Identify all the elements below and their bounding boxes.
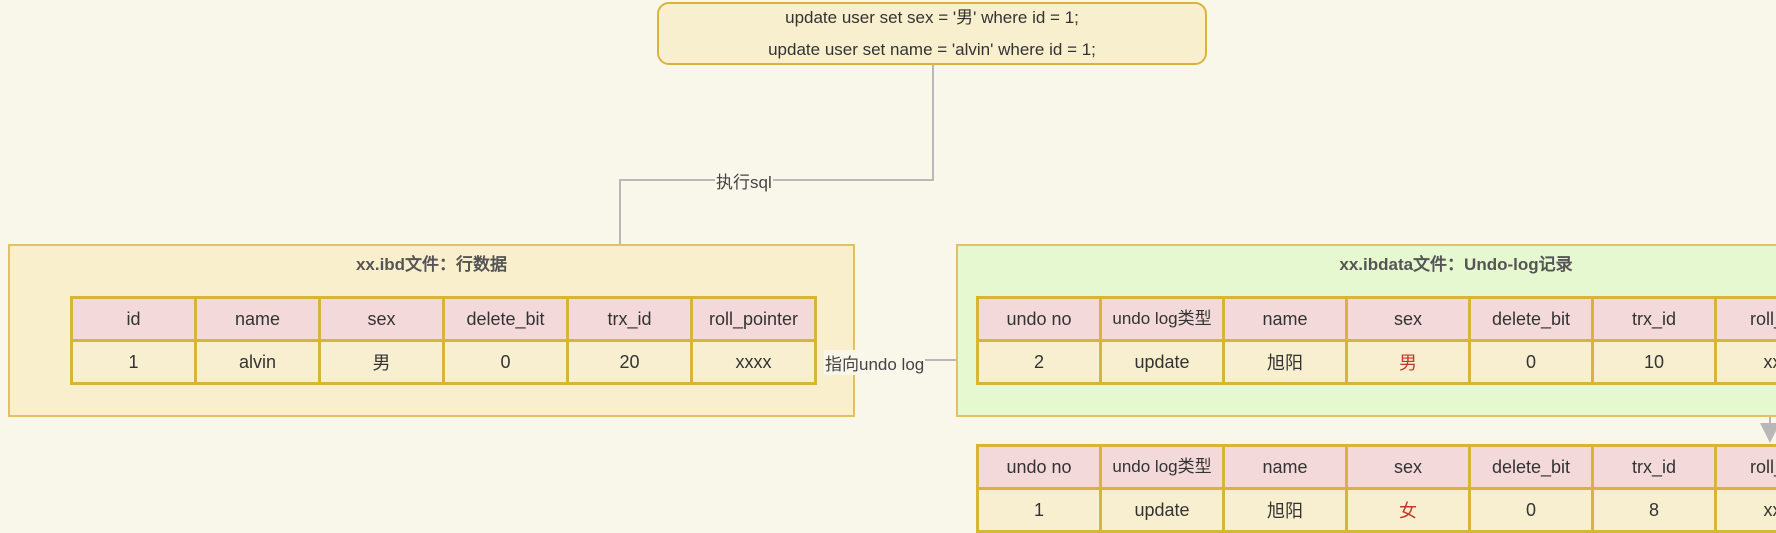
ibd-row-table: id name sex delete_bit trx_id roll_point…	[70, 296, 817, 385]
sql-line-2: update user set name = 'alvin' where id …	[768, 39, 1096, 59]
ibd-cell-name: alvin	[194, 339, 321, 385]
undo1-header-undo-type: undo log类型	[1099, 296, 1225, 342]
undo-record-table-1: undo no undo log类型 name sex delete_bit t…	[976, 296, 1776, 385]
ibd-header-delete-bit: delete_bit	[442, 296, 569, 342]
undo1-cell-roll-pointer: xxx	[1714, 339, 1776, 385]
undo1-cell-sex: 男	[1345, 339, 1471, 385]
ibd-cell-delete-bit: 0	[442, 339, 569, 385]
undo-pointer-label: 指向undo log	[824, 350, 926, 375]
undo2-cell-sex: 女	[1345, 487, 1471, 533]
undo2-header-delete-bit: delete_bit	[1468, 444, 1594, 490]
undo2-cell-delete-bit: 0	[1468, 487, 1594, 533]
undo2-cell-undo-no: 1	[976, 487, 1102, 533]
ibd-header-name: name	[194, 296, 321, 342]
undo2-cell-trx-id: 8	[1591, 487, 1717, 533]
undo1-header-roll-pointer: roll_po	[1714, 296, 1776, 342]
ibd-cell-roll-pointer: xxxx	[690, 339, 817, 385]
sql-statements-box: update user set sex = '男' where id = 1; …	[657, 2, 1207, 65]
undo1-header-undo-no: undo no	[976, 296, 1102, 342]
undo2-header-name: name	[1222, 444, 1348, 490]
undo2-header-undo-type: undo log类型	[1099, 444, 1225, 490]
undo1-header-delete-bit: delete_bit	[1468, 296, 1594, 342]
ibd-header-trx-id: trx_id	[566, 296, 693, 342]
undo2-cell-name: 旭阳	[1222, 487, 1348, 533]
undo2-header-undo-no: undo no	[976, 444, 1102, 490]
undo2-header-roll-pointer: roll_po	[1714, 444, 1776, 490]
ibd-header-roll-pointer: roll_pointer	[690, 296, 817, 342]
undo-panel-title: xx.ibdata文件：Undo-log记录	[1339, 255, 1573, 274]
undo2-header-sex: sex	[1345, 444, 1471, 490]
undo1-header-name: name	[1222, 296, 1348, 342]
undo1-cell-name: 旭阳	[1222, 339, 1348, 385]
undo2-cell-roll-pointer: xxx	[1714, 487, 1776, 533]
undo-record-table-2: undo no undo log类型 name sex delete_bit t…	[976, 444, 1776, 533]
undo1-cell-delete-bit: 0	[1468, 339, 1594, 385]
undo1-header-trx-id: trx_id	[1591, 296, 1717, 342]
ibd-header-id: id	[70, 296, 197, 342]
ibd-panel-title: xx.ibd文件：行数据	[355, 255, 508, 274]
undo1-cell-undo-no: 2	[976, 339, 1102, 385]
ibd-header-sex: sex	[318, 296, 445, 342]
sql-line-1: update user set sex = '男' where id = 1;	[785, 7, 1079, 27]
undo1-cell-trx-id: 10	[1591, 339, 1717, 385]
exec-sql-connector	[610, 65, 934, 294]
undo1-cell-undo-type: update	[1099, 339, 1225, 385]
ibd-cell-sex: 男	[318, 339, 445, 385]
undo2-header-trx-id: trx_id	[1591, 444, 1717, 490]
ibd-cell-trx-id: 20	[566, 339, 693, 385]
ibd-cell-id: 1	[70, 339, 197, 385]
undo2-cell-undo-type: update	[1099, 487, 1225, 533]
exec-sql-label: 执行sql	[715, 168, 773, 193]
undo1-header-sex: sex	[1345, 296, 1471, 342]
